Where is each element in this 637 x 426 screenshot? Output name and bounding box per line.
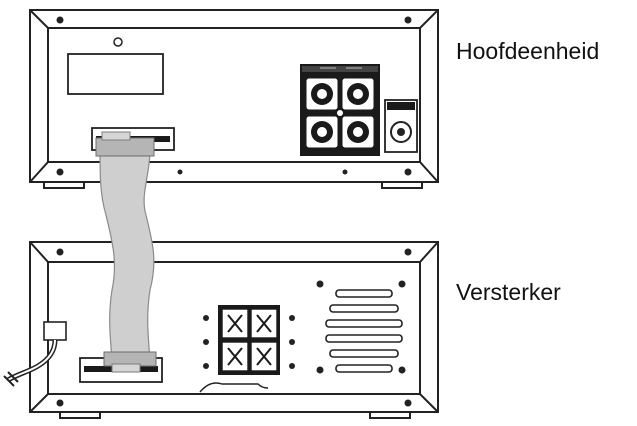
main-unit-label-plate bbox=[67, 53, 164, 95]
main-unit-label: Hoofdeenheid bbox=[456, 38, 600, 64]
main-unit-hole bbox=[113, 37, 123, 47]
main-unit-antenna-socket bbox=[384, 99, 418, 153]
amplifier-vent-slots bbox=[325, 289, 403, 373]
main-unit-screws bbox=[56, 16, 412, 176]
amplifier-screws bbox=[56, 248, 412, 407]
amplifier-speaker-terminals bbox=[199, 305, 295, 393]
amplifier-power-cord bbox=[3, 321, 67, 387]
ribbon-cable bbox=[95, 131, 157, 373]
amplifier-label: Versterker bbox=[456, 279, 561, 305]
main-unit-rca-outputs bbox=[300, 64, 380, 156]
